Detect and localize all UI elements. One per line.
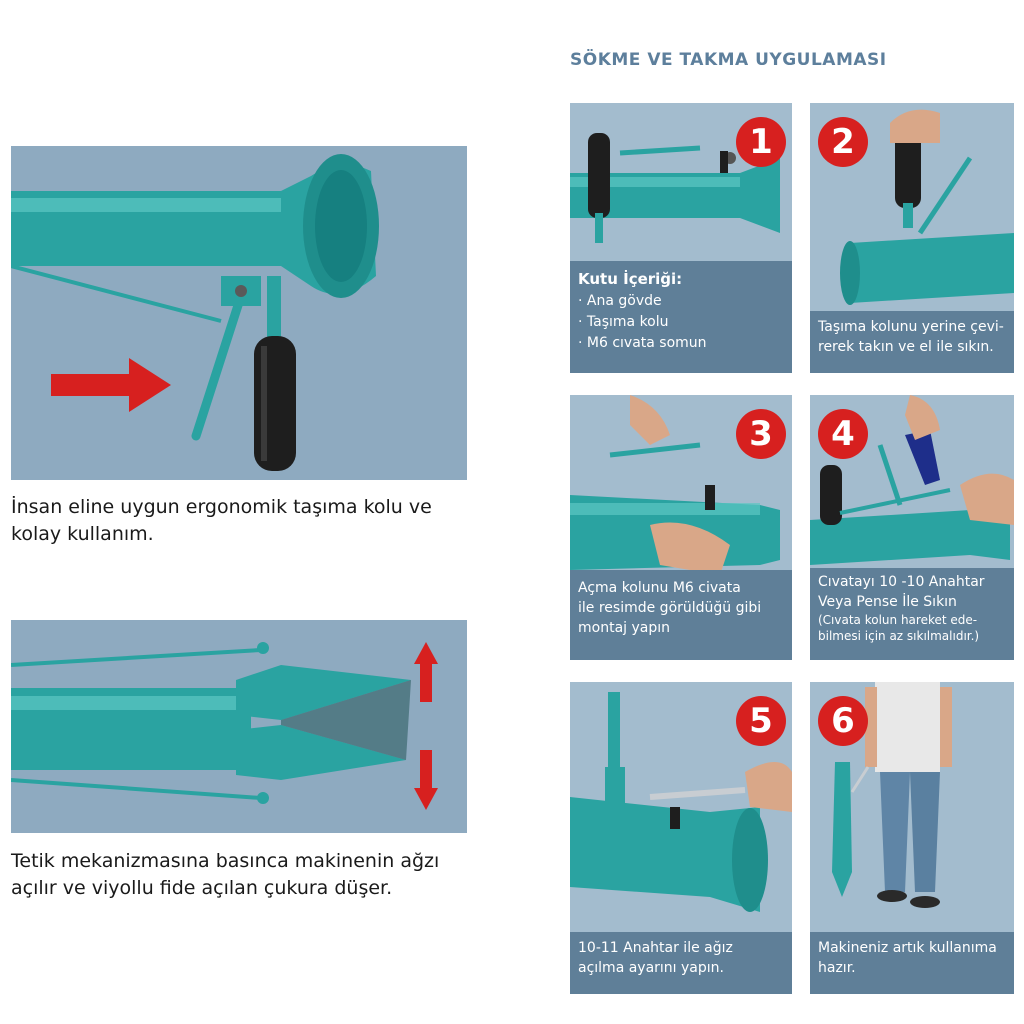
step-3-caption: Açma kolunu M6 civata ile resimde görüld… [570,570,792,660]
step-2-line2: rerek takın ve el ile sıkın. [818,339,994,355]
step-4-line3: (Cıvata kolun hareket ede- [818,613,978,627]
step-1-title: Kutu İçeriği: [578,270,683,288]
step-1-item: · Ana gövde [578,293,662,309]
step-5-card: 5 10-11 Anahtar ile ağız açılma ayarını … [570,682,792,994]
handle-illustration [11,154,379,471]
step-1-item: · Taşıma kolu [578,314,669,330]
step-1-caption: Kutu İçeriği: · Ana gövde · Taşıma kolu … [570,261,792,373]
step-4-line2: Veya Pense İle Sıkın [818,594,957,610]
step-2-caption: Taşıma kolunu yerine çevi- rerek takın v… [810,311,1014,373]
step-4-caption: Cıvatayı 10 -10 Anahtar Veya Pense İle S… [810,568,1014,660]
step-6-line1: Makineniz artık kullanıma [818,940,997,956]
step-1-badge: 1 [736,117,786,167]
step-2-badge: 2 [818,117,868,167]
step-5-badge: 5 [736,696,786,746]
step-4-line4: bilmesi için az sıkılmalıdır.) [818,629,980,643]
step-4-line1: Cıvatayı 10 -10 Anahtar [818,574,985,590]
step-3-badge: 3 [736,409,786,459]
step-6-caption: Makineniz artık kullanıma hazır. [810,932,1014,994]
step-5-line2: açılma ayarını yapın. [578,960,724,976]
feature2-caption-line1: Tetik mekanizmasına basınca makinenin ağ… [11,850,440,872]
feature2-caption: Tetik mekanizmasına basınca makinenin ağ… [11,848,439,902]
feature1-caption-line2: kolay kullanım. [11,523,154,545]
feature-photo-jaw [11,620,467,833]
step-2-line1: Taşıma kolunu yerine çevi- [818,319,1004,335]
step-1-photo [570,103,792,263]
step-1-item: · M6 cıvata somun [578,335,707,351]
jaw-illustration [11,642,411,804]
step-6-line2: hazır. [818,960,856,976]
step-6-card: 6 Makineniz artık kullanıma hazır. [810,682,1014,994]
red-arrow-up-icon [414,642,438,702]
feature1-caption-line1: İnsan eline uygun ergonomik taşıma kolu … [11,496,432,518]
step-4-card: 4 Cıvatayı 10 -10 Anahtar Veya Pense İle… [810,395,1014,660]
feature-photo-handle [11,146,467,480]
step-5-line1: 10-11 Anahtar ile ağız [578,940,733,956]
feature1-caption: İnsan eline uygun ergonomik taşıma kolu … [11,494,432,548]
step-3-card: 3 Açma kolunu M6 civata ile resimde görü… [570,395,792,660]
step-3-line2: ile resimde görüldüğü gibi [578,600,762,616]
feature2-caption-line2: açılır ve viyollu fide açılan çukura düş… [11,877,393,899]
step-2-card: 2 Taşıma kolunu yerine çevi- rerek takın… [810,103,1014,373]
section-title: SÖKME VE TAKMA UYGULAMASI [570,50,887,70]
step-5-caption: 10-11 Anahtar ile ağız açılma ayarını ya… [570,932,792,994]
step-4-badge: 4 [818,409,868,459]
red-arrow-down-icon [414,750,438,810]
step-3-line3: montaj yapın [578,620,670,636]
step-3-line1: Açma kolunu M6 civata [578,580,741,596]
step-6-badge: 6 [818,696,868,746]
red-arrow-right-icon [51,358,171,412]
step-1-card: 1 Kutu İçeriği: · Ana gövde · Taşıma kol… [570,103,792,373]
